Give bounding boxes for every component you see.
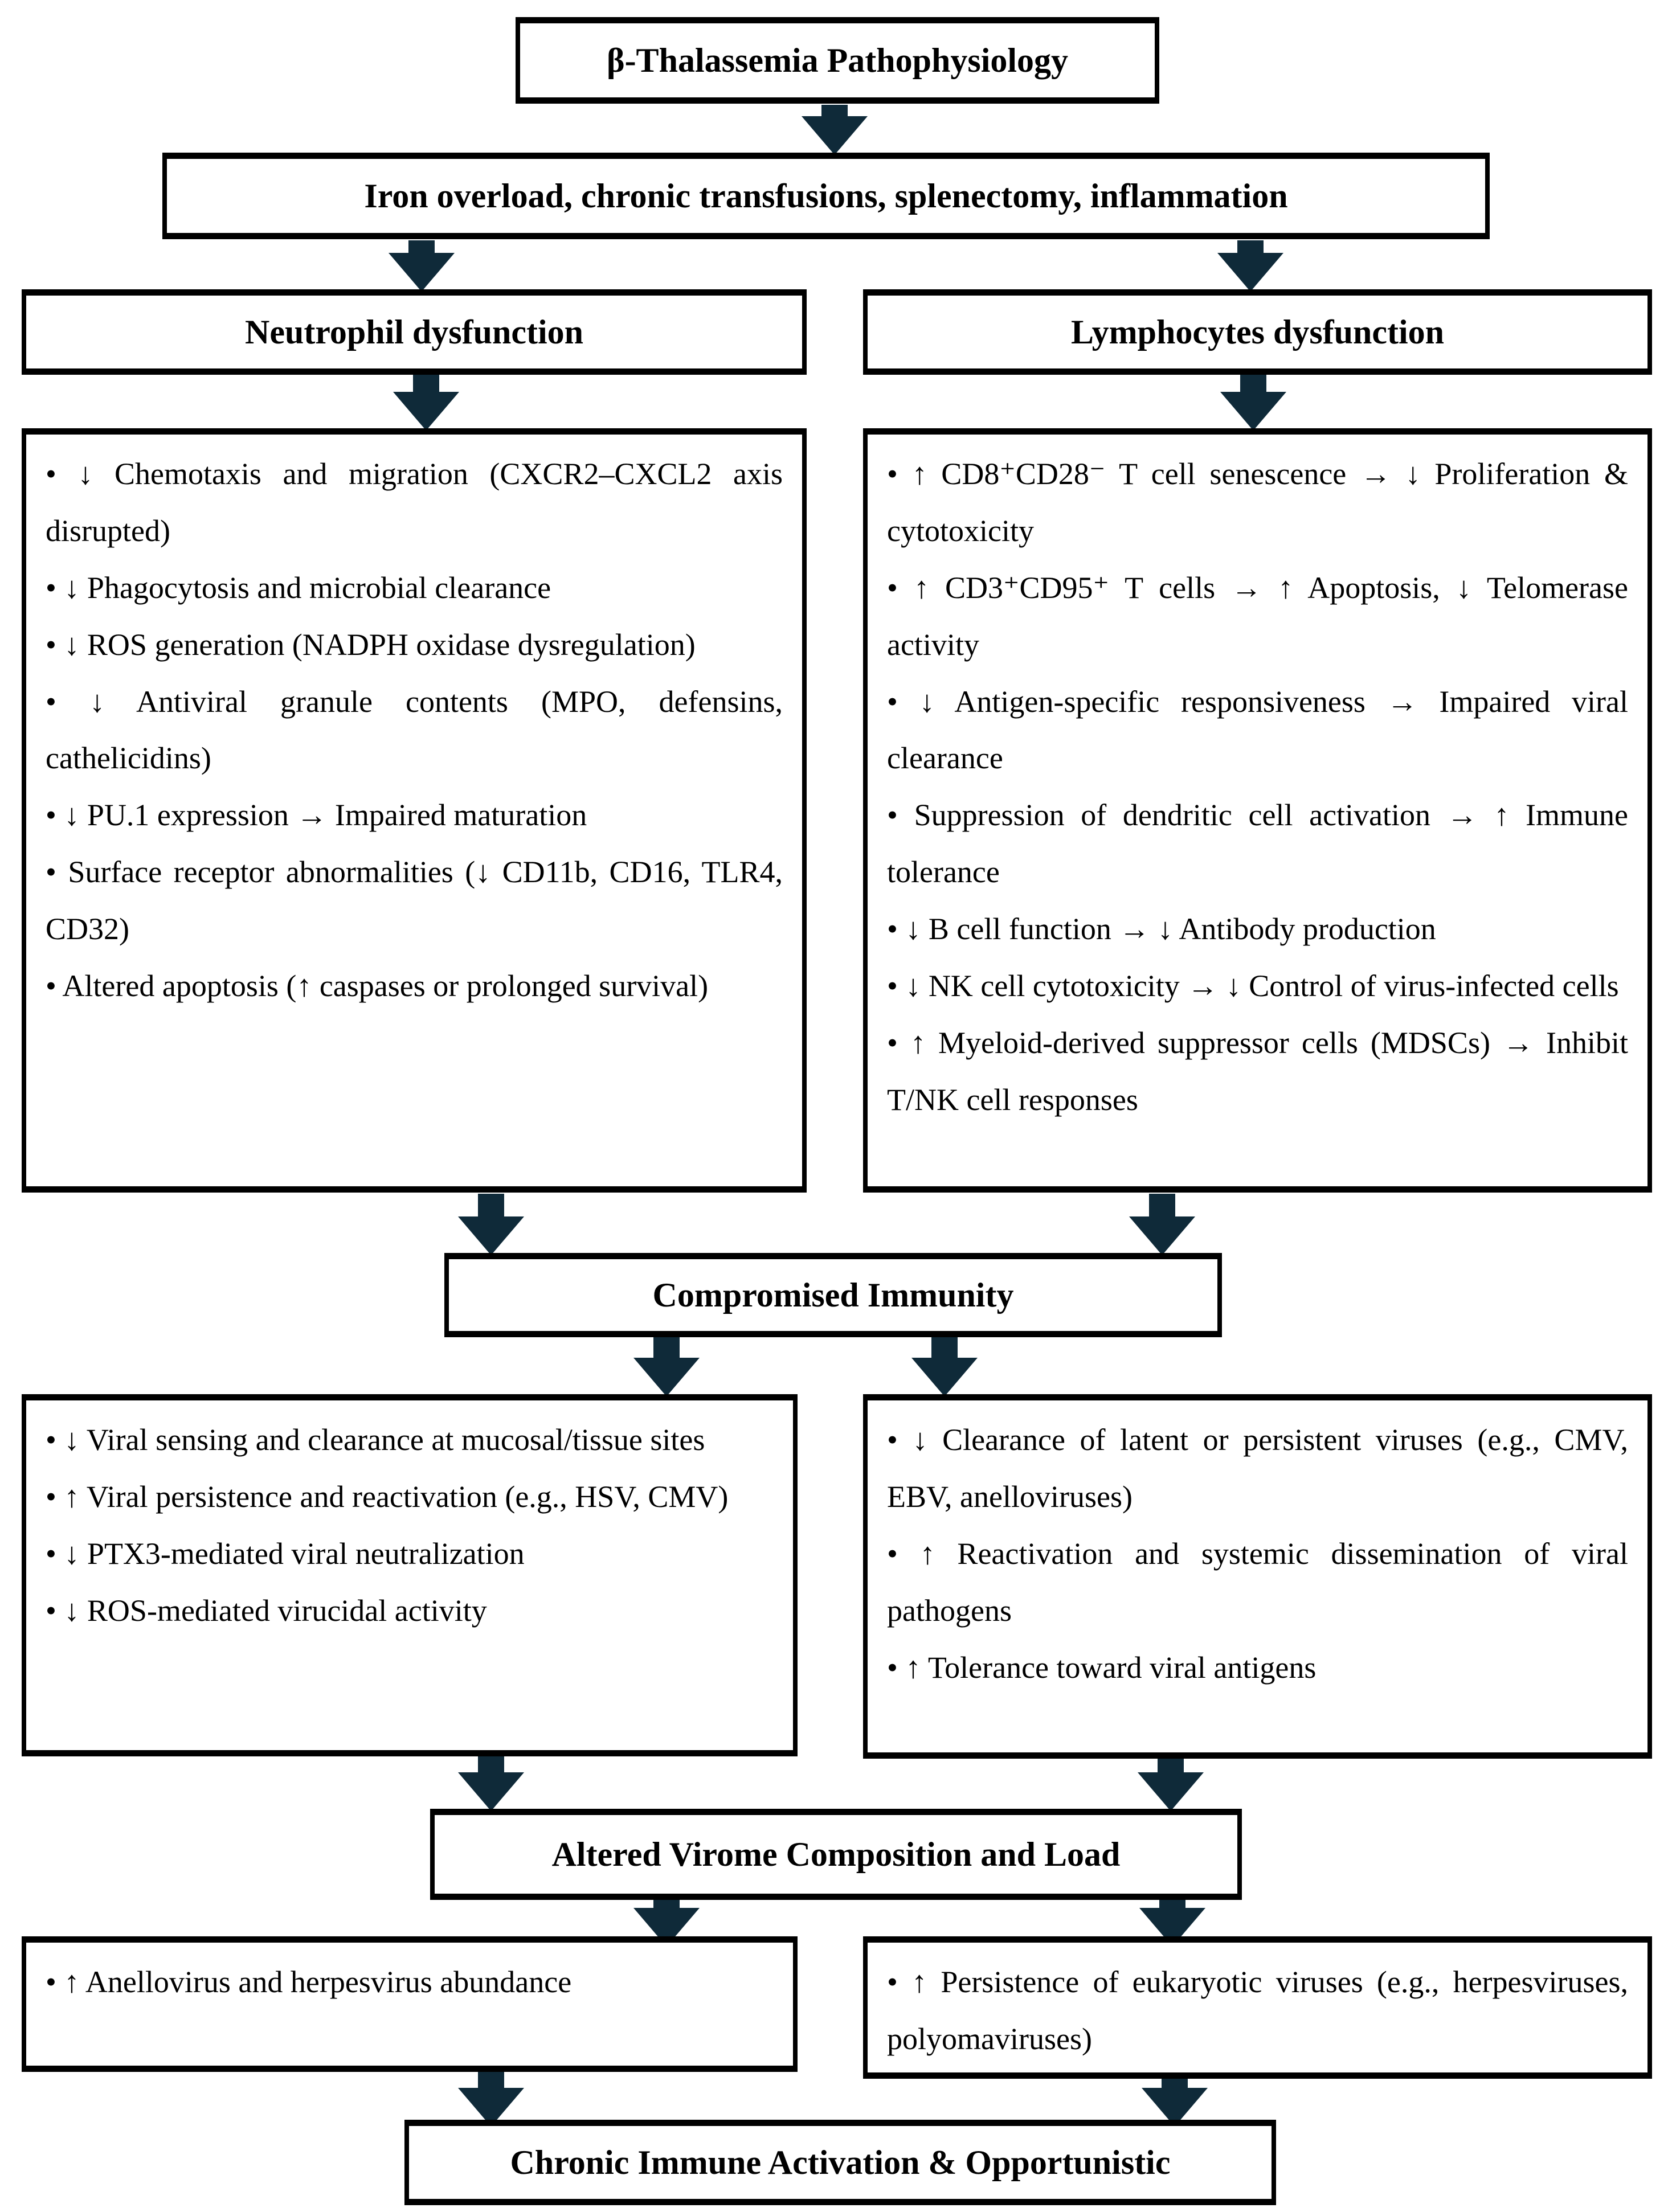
arrow-viral-left-to-virome-icon: [458, 1755, 524, 1811]
viral-left-bullet-0: • ↓ Viral sensing and clearance at mucos…: [46, 1423, 705, 1457]
arrow-head: [1138, 1772, 1204, 1811]
lymphocyte-header-label: Lymphocytes dysfunction: [1070, 313, 1445, 351]
arrow-anellovirus-to-chronic-icon: [458, 2072, 524, 2127]
chronic-immune-activation-box: Chronic Immune Activation & Opportunisti…: [404, 2120, 1276, 2205]
viral-clearance-box: • ↓ Clearance of latent or persistent vi…: [863, 1394, 1652, 1759]
arrow-compromised-to-viral-right-icon: [911, 1337, 978, 1396]
lymphocyte-detail-box: • ↑ CD8⁺CD28⁻ T cell senescence → ↓ Prol…: [863, 428, 1652, 1193]
compromised-immunity-box: Compromised Immunity: [444, 1253, 1222, 1337]
arrow-shaft: [1240, 375, 1266, 392]
arrow-shaft: [1159, 1900, 1185, 1908]
neutrophil-bullet-1: • ↓ Phagocytosis and microbial clearance: [46, 570, 551, 605]
lymphocyte-bullet-5: • ↓ NK cell cytotoxicity → ↓ Control of …: [887, 969, 1619, 1003]
arrow-title-to-factors-icon: [802, 105, 868, 155]
arrow-head: [1220, 392, 1286, 431]
arrow-lymphocyte-to-compromised-icon: [1129, 1194, 1195, 1255]
altered-virome-box: Altered Virome Composition and Load: [430, 1809, 1242, 1900]
arrow-shaft: [408, 240, 435, 253]
lymphocyte-bullet-4: • ↓ B cell function → ↓ Antibody product…: [887, 912, 1436, 947]
viral-right-bullet-2: • ↑ Tolerance toward viral antigens: [887, 1650, 1317, 1685]
arrow-shaft: [1237, 240, 1264, 253]
arrow-shaft: [478, 2072, 504, 2088]
arrow-head: [393, 392, 459, 431]
viral-left-bullet-1: • ↑ Viral persistence and reactivation (…: [46, 1479, 729, 1514]
arrow-shaft: [413, 375, 439, 392]
arrow-head: [458, 1216, 524, 1255]
lymphocyte-bullet-0: • ↑ CD8⁺CD28⁻ T cell senescence → ↓ Prol…: [887, 457, 1628, 548]
arrow-viral-right-to-virome-icon: [1138, 1758, 1204, 1811]
viral-left-bullet-2: • ↓ PTX3-mediated viral neutralization: [46, 1536, 525, 1571]
arrow-head: [802, 116, 868, 155]
eukaryotic-bullet-0: • ↑ Persistence of eukaryotic viruses (e…: [887, 1965, 1628, 2056]
arrow-neutrophil-header-to-detail-icon: [393, 375, 459, 431]
anellovirus-bullet-0: • ↑ Anellovirus and herpesvirus abundanc…: [46, 1965, 572, 1999]
neutrophil-header-label: Neutrophil dysfunction: [244, 313, 584, 351]
arrow-shaft: [931, 1337, 958, 1358]
arrow-head: [389, 253, 455, 292]
viral-right-bullet-1: • ↑ Reactivation and systemic disseminat…: [887, 1536, 1628, 1628]
lymphocyte-header-box: Lymphocytes dysfunction: [863, 289, 1652, 375]
eukaryotic-viruses-box: • ↑ Persistence of eukaryotic viruses (e…: [863, 1936, 1652, 2079]
arrow-factors-to-neutrophil-icon: [389, 240, 455, 292]
anellovirus-box: • ↑ Anellovirus and herpesvirus abundanc…: [22, 1936, 798, 2072]
factors-box-label: Iron overload, chronic transfusions, spl…: [364, 177, 1288, 215]
neutrophil-bullet-6: • Altered apoptosis (↑ caspases or prolo…: [46, 969, 709, 1003]
altered-virome-label: Altered Virome Composition and Load: [551, 1836, 1121, 1873]
lymphocyte-bullet-3: • Suppression of dendritic cell activati…: [887, 798, 1628, 890]
arrow-shaft: [478, 1194, 504, 1216]
arrow-lymphocyte-header-to-detail-icon: [1220, 375, 1286, 431]
arrow-head: [633, 1358, 700, 1396]
factors-box: Iron overload, chronic transfusions, spl…: [162, 153, 1490, 239]
neutrophil-bullet-4: • ↓ PU.1 expression → Impaired maturatio…: [46, 798, 587, 833]
arrow-compromised-to-viral-left-icon: [633, 1337, 700, 1396]
compromised-immunity-label: Compromised Immunity: [652, 1276, 1014, 1314]
lymphocyte-bullet-6: • ↑ Myeloid-derived suppressor cells (MD…: [887, 1025, 1628, 1117]
arrow-head: [911, 1358, 978, 1396]
arrow-shaft: [478, 1755, 504, 1772]
chronic-immune-activation-label: Chronic Immune Activation & Opportunisti…: [510, 2144, 1171, 2181]
viral-sensing-box: • ↓ Viral sensing and clearance at mucos…: [22, 1394, 798, 1756]
title-box: β-Thalassemia Pathophysiology: [516, 17, 1159, 104]
neutrophil-bullet-0: • ↓ Chemotaxis and migration (CXCR2–CXCL…: [46, 457, 783, 548]
neutrophil-detail-box: • ↓ Chemotaxis and migration (CXCR2–CXCL…: [22, 428, 807, 1193]
arrow-shaft: [1162, 2079, 1188, 2088]
neutrophil-bullet-5: • Surface receptor abnormalities (↓ CD11…: [46, 855, 783, 947]
neutrophil-header-box: Neutrophil dysfunction: [22, 289, 807, 375]
arrow-shaft: [653, 1337, 680, 1358]
arrow-shaft: [1149, 1194, 1175, 1216]
neutrophil-bullet-2: • ↓ ROS generation (NADPH oxidase dysreg…: [46, 627, 696, 662]
title-box-label: β-Thalassemia Pathophysiology: [606, 42, 1069, 79]
neutrophil-bullet-3: • ↓ Antiviral granule contents (MPO, def…: [46, 684, 783, 776]
arrow-shaft: [1158, 1758, 1184, 1772]
viral-left-bullet-3: • ↓ ROS-mediated virucidal activity: [46, 1593, 487, 1628]
lymphocyte-bullet-2: • ↓ Antigen-specific responsiveness → Im…: [887, 684, 1628, 776]
arrow-head: [1129, 1216, 1195, 1255]
viral-right-bullet-0: • ↓ Clearance of latent or persistent vi…: [887, 1423, 1628, 1514]
arrow-head: [1217, 253, 1283, 292]
arrow-neutrophil-to-compromised-icon: [458, 1194, 524, 1255]
lymphocyte-bullet-1: • ↑ CD3⁺CD95⁺ T cells → ↑ Apoptosis, ↓ T…: [887, 570, 1628, 662]
arrow-shaft: [653, 1900, 680, 1908]
arrow-head: [458, 1772, 524, 1811]
arrow-factors-to-lymphocyte-icon: [1217, 240, 1283, 292]
arrow-shaft: [821, 105, 848, 116]
